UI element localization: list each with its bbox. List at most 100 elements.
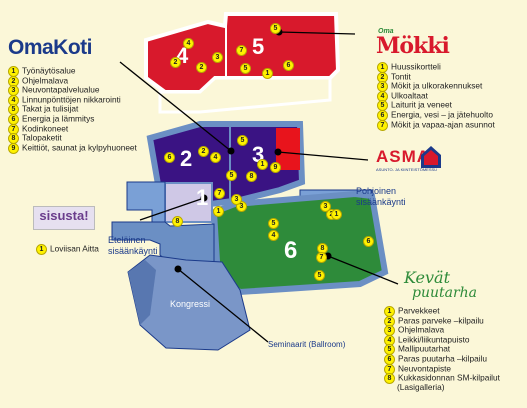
spot-marker[interactable]: 5	[226, 170, 237, 181]
spot-marker[interactable]: 6	[363, 236, 374, 247]
omakoti-logo-text: OmaKoti	[8, 36, 93, 59]
mokki-legend-text: Ulkoaltaat	[391, 90, 428, 101]
mokki-legend-number: 7	[377, 119, 388, 131]
kevat-legend-text: (Lasigalleria)	[397, 381, 445, 392]
spot-marker[interactable]: 4	[210, 152, 221, 163]
sisusta-logo-text: sisusta!	[39, 208, 89, 223]
spot-marker[interactable]: 3	[320, 201, 331, 212]
spot-marker[interactable]: 1	[257, 159, 268, 170]
south-entrance-line2: sisäänkäynti	[108, 246, 158, 256]
spot-marker[interactable]: 4	[183, 38, 194, 49]
kevat-legend-text: Ohjelmalava	[398, 324, 445, 335]
spot-marker[interactable]: 1	[331, 209, 342, 220]
kevat-legend-text: Neuvontapiste	[398, 363, 452, 374]
kevat-line2: puutarha	[412, 285, 478, 301]
spot-marker[interactable]: 9	[270, 162, 281, 173]
spot-marker[interactable]: 2	[198, 146, 209, 157]
spot-marker[interactable]: 5	[270, 23, 281, 34]
spot-marker[interactable]: 5	[237, 135, 248, 146]
spot-marker[interactable]: 3	[231, 194, 242, 205]
omakoti-logo: OmaKoti	[8, 36, 93, 60]
omakoti-legend-text: Työnäytösalue	[22, 65, 76, 76]
kevat-line1: Kevät	[404, 268, 450, 287]
hall-number-1: 1	[196, 185, 209, 210]
kongressi-steps	[128, 260, 156, 325]
spot-marker[interactable]: 1	[213, 206, 224, 217]
north-entrance-label: Pohjoinen sisäänkäynti	[356, 186, 406, 208]
spot-marker[interactable]: 5	[268, 218, 279, 229]
omakoti-legend-text: Kodinkoneet	[22, 123, 69, 134]
hall-number-6: 6	[284, 237, 298, 264]
omakoti-legend-text: Talopaketit	[22, 132, 62, 143]
sisusta-legend-text: Loviisan Aitta	[50, 243, 99, 254]
mokki-legend-text: Laiturit ja veneet	[391, 100, 452, 111]
north-entrance-line1: Pohjoinen	[356, 186, 397, 196]
spot-marker[interactable]: 8	[246, 171, 257, 182]
kevat-legend-item: (Lasigalleria)	[384, 381, 500, 393]
omakoti-legend-text: Keittiöt, saunat ja kylpyhuoneet	[22, 142, 137, 153]
kevat-legend-text: Paras puutarha –kilpailu	[398, 353, 488, 364]
asma-logo: ASMA ASUNTO- JA KIINTEISTÖMESSU	[376, 147, 437, 172]
mokki-logo-text: Mökki	[376, 33, 450, 59]
omakoti-legend-text: Linnunpönttöjen nikkarointi	[22, 94, 121, 105]
omakoti-legend-text: Ohjelmalava	[22, 75, 69, 86]
spot-marker[interactable]: 8	[172, 216, 183, 227]
mokki-legend-text: Huussikortteli	[391, 61, 441, 72]
kevat-legend-number: 8	[384, 373, 395, 385]
mokki-logo: Oma Mökki	[376, 28, 450, 59]
spot-marker[interactable]: 1	[262, 68, 273, 79]
spot-marker[interactable]: 5	[314, 270, 325, 281]
hall-number-5: 5	[252, 34, 265, 59]
spot-marker[interactable]: 3	[212, 52, 223, 63]
spot-marker[interactable]: 7	[214, 188, 225, 199]
kongressi-label: Kongressi	[170, 299, 211, 309]
spot-marker[interactable]: 4	[268, 230, 279, 241]
spot-marker[interactable]: 2	[170, 57, 181, 68]
asma-area[interactable]	[276, 128, 300, 170]
hall-4-5-gap	[158, 76, 332, 114]
kevat-legend-text: Mallipuutarhat	[398, 344, 451, 355]
mokki-legend-text: Tontit	[391, 71, 411, 82]
hall-number-2: 2	[180, 146, 193, 171]
spot-marker[interactable]: 7	[316, 252, 327, 263]
spot-marker[interactable]: 6	[283, 60, 294, 71]
mokki-legend-text: Mökit ja vapaa-ajan asunnot	[391, 119, 495, 130]
spot-marker[interactable]: 5	[240, 63, 251, 74]
spot-marker[interactable]: 2	[196, 62, 207, 73]
kevat-legend-text: Leikki/liikuntapuisto	[398, 334, 470, 345]
kevat-puutarha-logo: Kevät puutarha	[404, 268, 478, 301]
spot-marker[interactable]: 7	[236, 45, 247, 56]
asma-logo-text: ASMA	[376, 147, 431, 166]
asma-subtitle: ASUNTO- JA KIINTEISTÖMESSU	[376, 167, 438, 172]
kongressi-building	[127, 254, 251, 351]
spot-marker[interactable]: 6	[164, 152, 175, 163]
kevat-legend-text: Paras parveke –kilpailu	[398, 315, 484, 326]
omakoti-legend-text: Energia ja lämmitys	[22, 113, 95, 124]
mokki-oma-text: Oma	[378, 28, 394, 35]
